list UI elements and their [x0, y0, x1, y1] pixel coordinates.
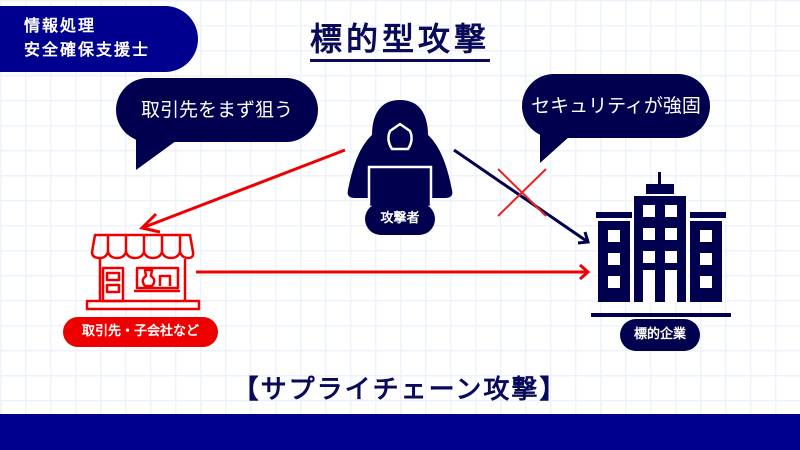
qualification-badge: 情報処理 安全確保支援士: [0, 6, 198, 72]
target-company-label: 標的企業: [620, 319, 700, 351]
supplier-label: 取引先・子会社など: [63, 317, 218, 347]
speech-bubble-left: 取引先をまず狙う: [116, 78, 318, 142]
speech-bubble-right-text: セキュリティが強固: [531, 95, 701, 117]
speech-bubble-left-text: 取引先をまず狙う: [140, 99, 293, 121]
badge-line2: 安全確保支援士: [24, 40, 151, 59]
speech-bubble-right: セキュリティが強固: [522, 74, 710, 138]
footer-bar: [0, 414, 800, 450]
blocked-x-icon: [497, 168, 547, 217]
badge-line1: 情報処理: [24, 16, 97, 35]
arrow-attacker-to-target-icon: [453, 148, 590, 245]
hooded-hacker-icon: [347, 100, 453, 209]
diagram-caption: 【サプライチェーン攻撃】: [232, 375, 568, 405]
arrow-attacker-to-supplier-icon: [139, 148, 346, 234]
storefront-icon: [85, 233, 201, 311]
page-title: 標的型攻撃: [0, 14, 800, 62]
office-building-icon: [591, 172, 731, 317]
arrow-supplier-to-target-icon: [196, 263, 591, 281]
attacker-label: 攻撃者: [365, 203, 435, 235]
